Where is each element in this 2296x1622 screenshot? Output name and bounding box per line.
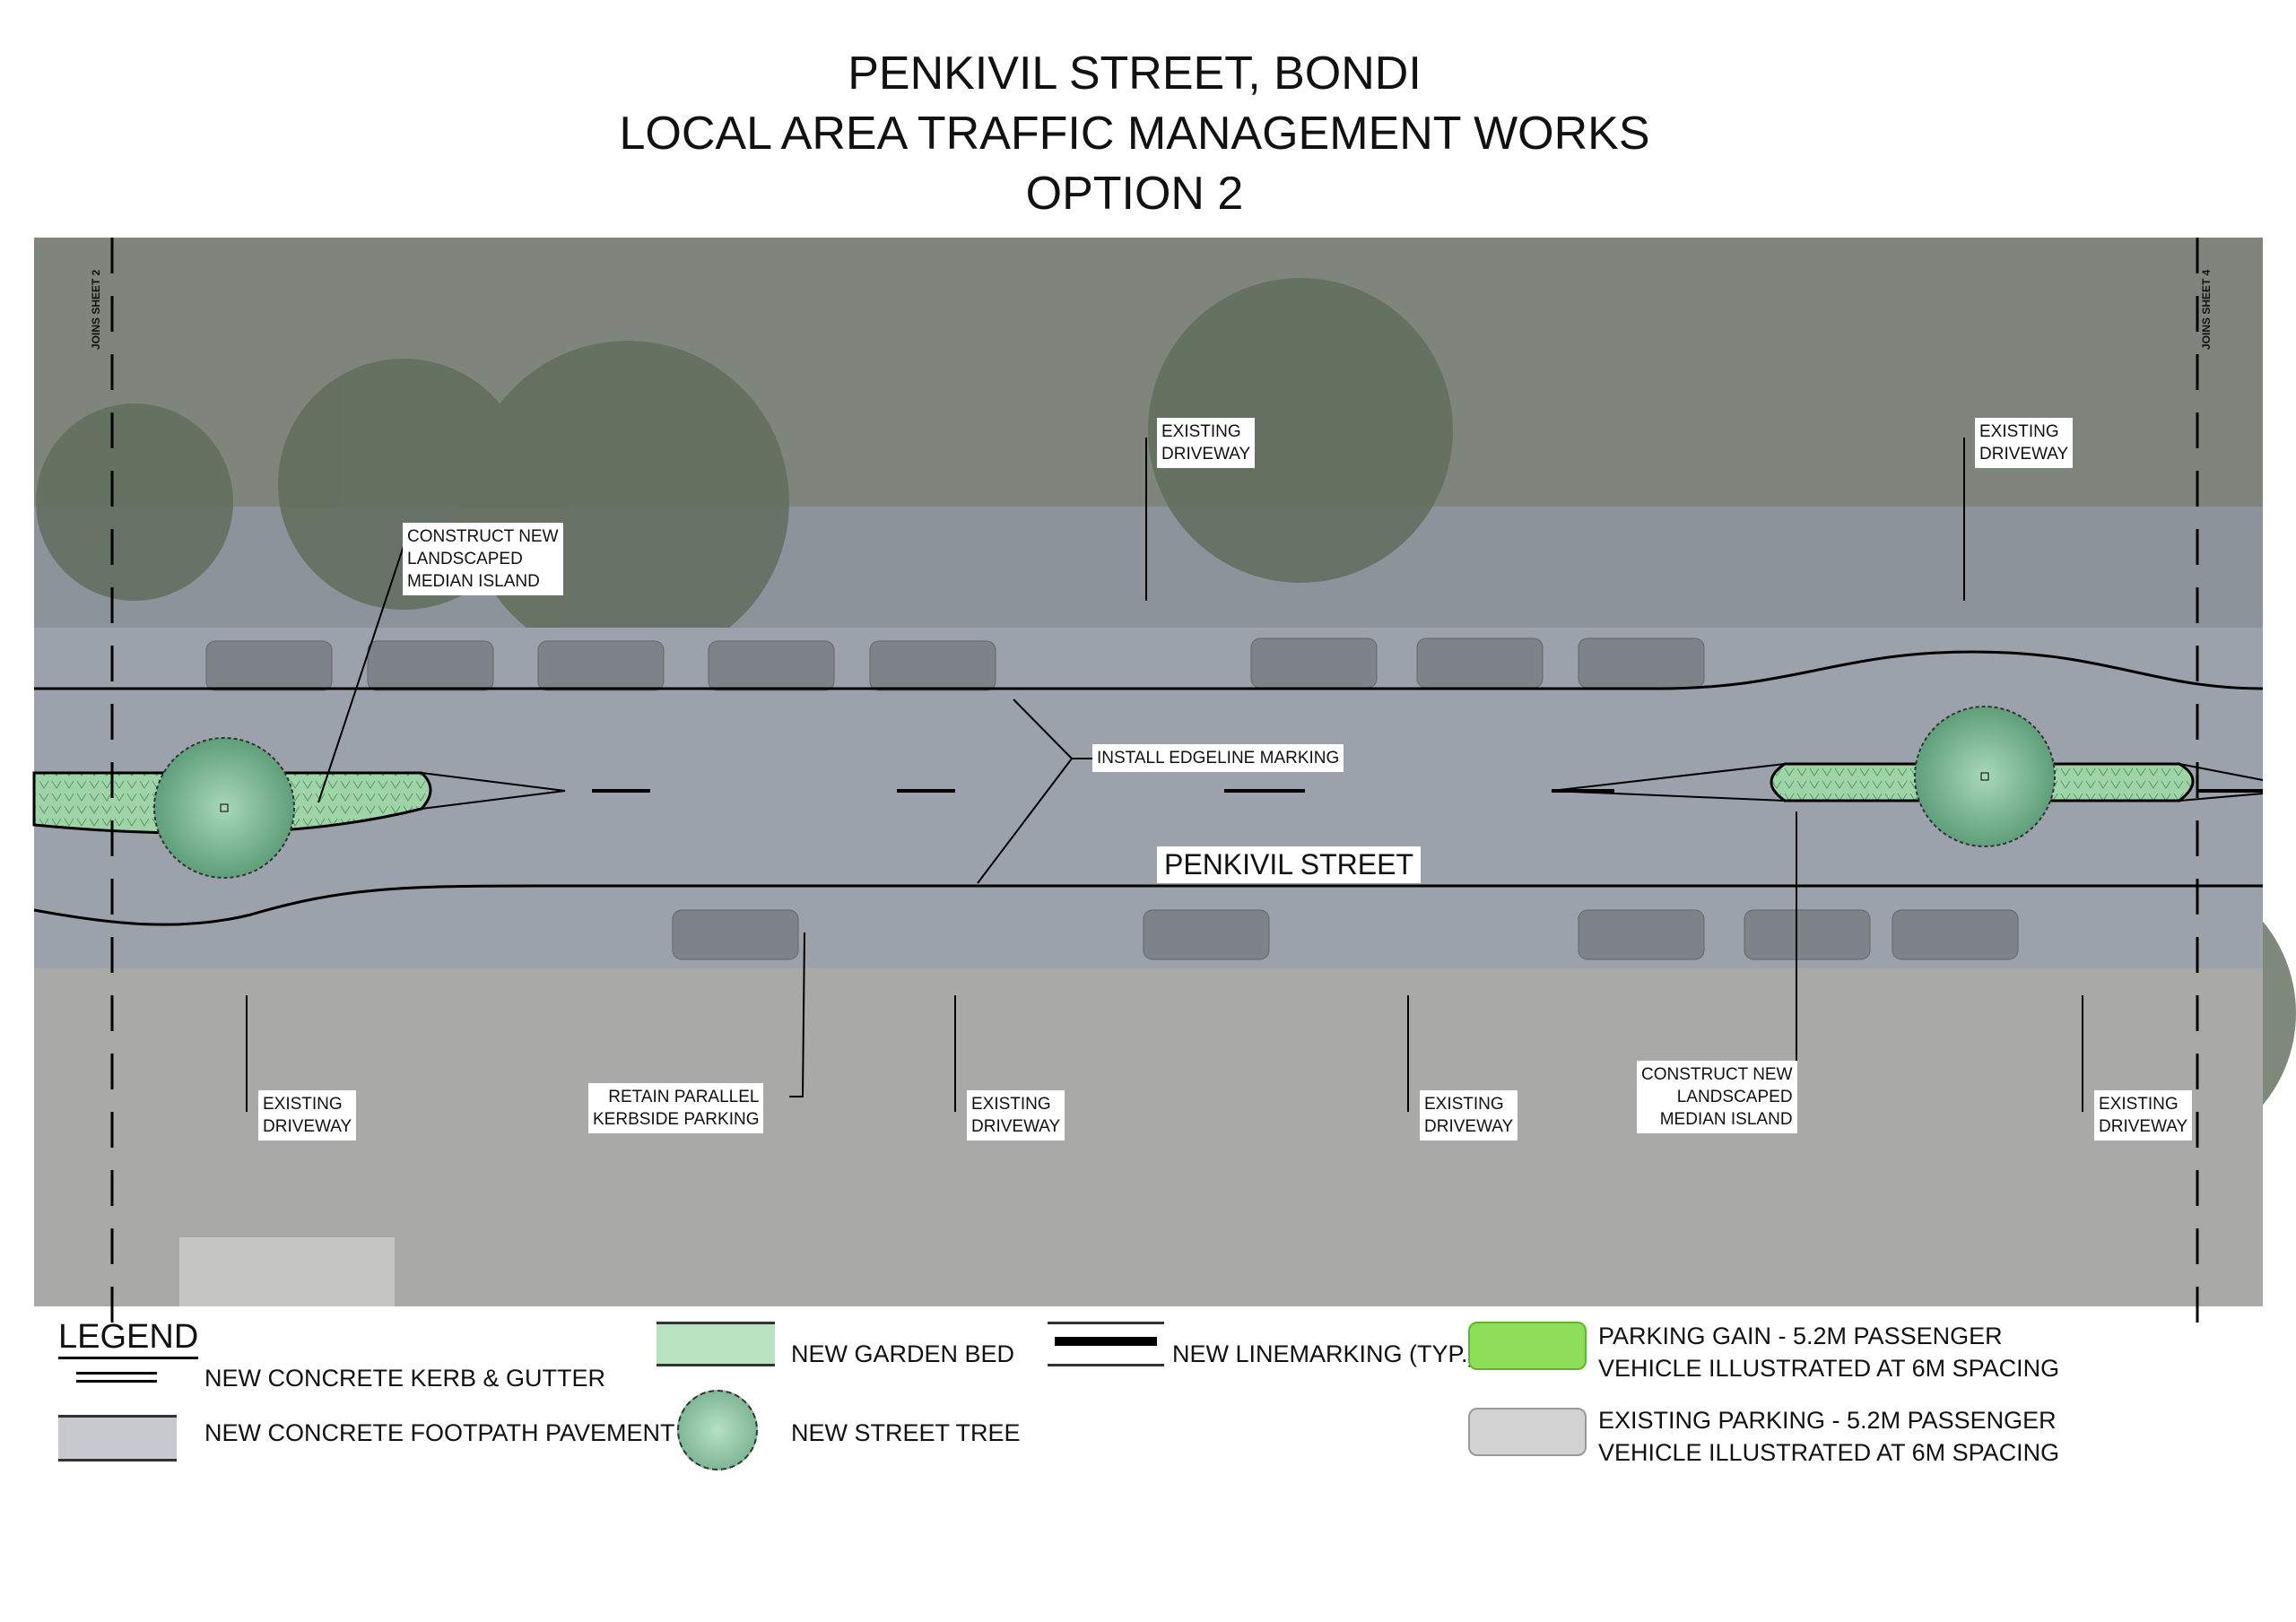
legend-footpath: NEW CONCRETE FOOTPATH PAVEMENT	[204, 1419, 675, 1446]
title-line-2: LOCAL AREA TRAFFIC MANAGEMENT WORKS	[619, 108, 1650, 160]
legend-kerb-gutter: NEW CONCRETE KERB & GUTTER	[204, 1365, 606, 1392]
existing-parked-cars	[205, 638, 2019, 960]
legend-street-tree: NEW STREET TREE	[791, 1419, 1021, 1446]
title-line-3: OPTION 2	[1025, 168, 1244, 220]
parking-gain-car-icon	[1468, 1322, 1587, 1370]
kerb-gutter-swatch	[76, 1372, 157, 1383]
street-tree-icon	[1914, 706, 2056, 847]
median-island-right	[1551, 706, 2264, 847]
kerb-and-gutter-lines	[33, 650, 2264, 926]
linemarking-swatch	[1048, 1322, 1164, 1366]
footpath-swatch	[58, 1415, 177, 1462]
title-line-1: PENKIVIL STREET, BONDI	[848, 48, 1422, 100]
legend-garden-bed: NEW GARDEN BED	[791, 1340, 1015, 1367]
callout-edgeline-marking: INSTALL EDGELINE MARKING	[1092, 744, 1344, 772]
median-island-left	[32, 737, 566, 879]
existing-parking-car-icon	[1468, 1408, 1587, 1456]
street-tree-icon	[153, 737, 295, 879]
street-name-label: PENKIVIL STREET	[1157, 846, 1421, 883]
joins-sheet-4-label: JOINS SHEET 4	[2200, 269, 2213, 350]
joins-sheet-2-label: JOINS SHEET 2	[90, 269, 102, 350]
garden-bed-swatch	[657, 1322, 775, 1366]
legend-title: LEGEND	[58, 1318, 199, 1359]
match-lines	[110, 238, 2199, 1327]
legend-linemarking: NEW LINEMARKING (TYP.)	[1172, 1340, 1476, 1367]
street-tree-legend-icon	[677, 1390, 758, 1470]
